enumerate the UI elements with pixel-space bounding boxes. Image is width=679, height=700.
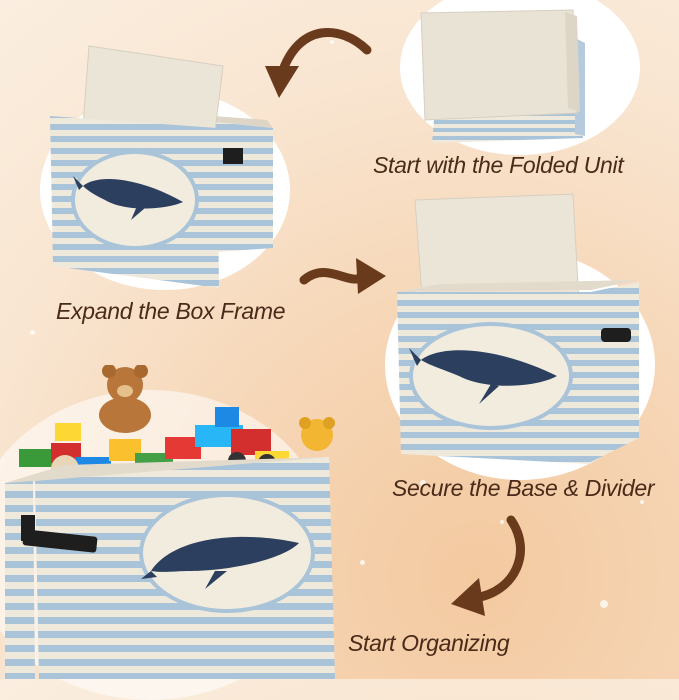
folded-box-image (420, 9, 585, 143)
step1-caption: Start with the Folded Unit (373, 152, 624, 178)
step3-caption: Secure the Base & Divider (392, 475, 655, 501)
product-infographic: Start with the Folded Unit Expand the Bo… (5, 9, 655, 679)
curved-arrow-icon (265, 27, 372, 98)
assembled-box-image (397, 193, 639, 464)
sparkle (330, 40, 334, 44)
step4-caption: Start Organizing (348, 630, 510, 656)
expanding-box-image (50, 45, 273, 288)
sparkle (30, 330, 35, 335)
curved-arrow-icon (299, 258, 386, 294)
curved-arrow-icon (451, 515, 525, 616)
sparkle (640, 500, 644, 504)
step2-caption: Expand the Box Frame (56, 298, 286, 324)
sparkle (600, 600, 608, 608)
sparkle (500, 520, 504, 524)
whale-icon (409, 348, 557, 404)
sparkle (420, 480, 426, 486)
whale-icon (73, 176, 183, 220)
sparkle (360, 560, 365, 565)
whale-icon (141, 536, 299, 589)
organized-box-image (5, 365, 335, 679)
